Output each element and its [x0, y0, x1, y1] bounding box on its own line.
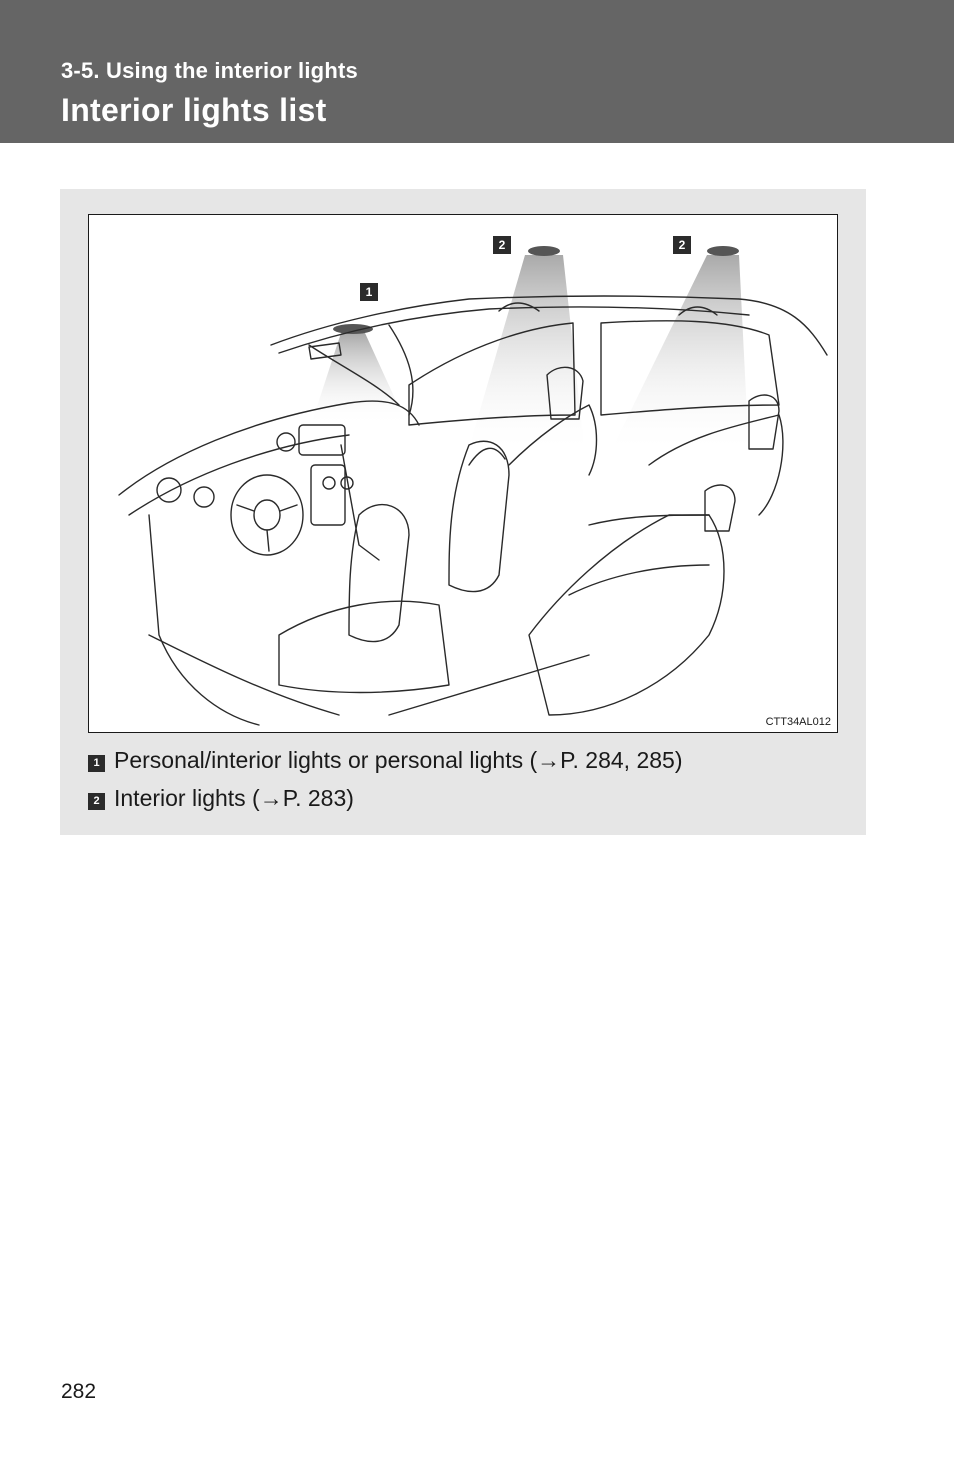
car-interior-drawing: [118, 246, 828, 726]
rear-lamp: [707, 246, 739, 256]
callout-badge-1: 1: [360, 283, 378, 301]
section-label: 3-5. Using the interior lights: [61, 58, 358, 83]
middle-lamp: [528, 246, 560, 256]
callout-badge-2-rear: 2: [673, 236, 691, 254]
legend-text: Interior lights (→P. 283): [114, 784, 354, 811]
legend-badge: 1: [88, 754, 105, 772]
rear-light-beam: [609, 255, 749, 455]
page-title: Interior lights list: [61, 92, 327, 128]
middle-light-beam: [467, 255, 585, 455]
front-light-beam: [311, 333, 407, 425]
legend-text: Personal/interior lights or personal lig…: [114, 746, 683, 773]
legend-item: 1 Personal/interior lights or personal l…: [88, 741, 683, 779]
figure-code: CTT34AL012: [765, 716, 831, 728]
figure-legend: 1 Personal/interior lights or personal l…: [88, 741, 683, 817]
callout-badge-2-middle: 2: [493, 236, 511, 254]
figure-panel: 2 2 1 CTT34AL012 1 Personal/interior lig…: [60, 189, 866, 835]
front-lamp: [333, 324, 373, 334]
car-interior-illustration: 2 2 1 CTT34AL012: [88, 214, 838, 733]
legend-badge: 2: [88, 792, 105, 810]
page-header: 3-5. Using the interior lights Interior …: [0, 0, 954, 143]
page-number: 282: [61, 1380, 97, 1403]
legend-item: 2 Interior lights (→P. 283): [88, 779, 683, 817]
